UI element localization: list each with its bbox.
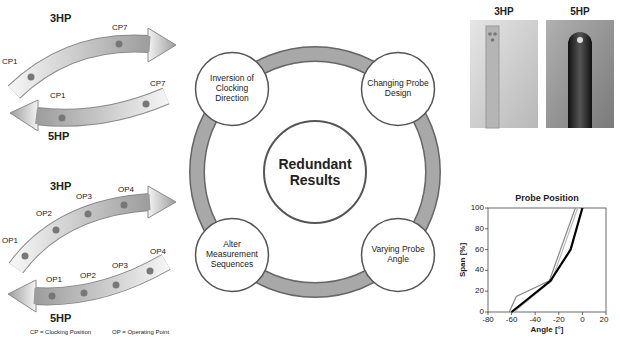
probe-type: 5HP [50,312,71,324]
position-label: CP1 [50,92,66,101]
tick-label: 40 [475,266,484,275]
central-circle: Redundant Results [262,119,368,225]
axis-label: Span [%] [459,243,468,277]
sequence-arrows [8,186,176,312]
photo-caption: 3HP [494,6,513,17]
position-label: CP7 [150,80,166,89]
topic-circle: Varying Probe Angle [360,217,436,293]
clocking-arrows [10,28,176,131]
footnote: CP = Clocking Position [30,329,91,336]
tick-label: 100 [471,204,484,213]
photo-caption: 5HP [570,6,589,17]
operating-point: OP2 [80,272,96,281]
ring [197,54,433,290]
footnote: OP = Operating Point [112,329,169,336]
topic-circle: Alter Measurement Sequences [194,217,270,293]
node-text: Changing Probe Design [367,79,429,99]
tick-label: 20 [475,287,484,296]
tick-label: 80 [475,224,484,233]
node-text: Alter Measurement Sequences [201,240,263,269]
operating-point: OP3 [76,193,92,202]
node-text: Inversion of Clocking Direction [201,74,263,103]
tick-label: -20 [553,316,565,325]
operating-point: OP2 [36,210,52,219]
position-label: CP1 [2,58,18,67]
chart-title: Probe Position [515,194,579,204]
probe-photos [470,20,614,128]
node-text: Varying Probe Angle [367,245,429,265]
probe-type: 5HP [48,130,69,142]
operating-point: OP4 [150,248,166,257]
operating-point: OP1 [2,237,18,246]
position-label: CP7 [112,24,128,33]
axis-label: Angle [°] [531,326,564,335]
tick-label: -40 [529,316,541,325]
probe-type: 3HP [50,180,71,192]
tick-label: -80 [482,316,494,325]
tick-label: 0 [580,316,584,325]
operating-point: OP1 [46,276,62,285]
node-text: Redundant Results [272,156,359,188]
tick-label: 60 [475,245,484,254]
probe-position-chart [485,208,606,315]
operating-point: OP3 [112,262,128,271]
topic-circle: Changing Probe Design [360,51,436,127]
operating-point: OP4 [118,186,134,195]
topic-circle: Inversion of Clocking Direction [194,51,270,127]
probe-type: 3HP [50,12,71,24]
tick-label: 20 [600,316,609,325]
tick-label: -60 [506,316,518,325]
